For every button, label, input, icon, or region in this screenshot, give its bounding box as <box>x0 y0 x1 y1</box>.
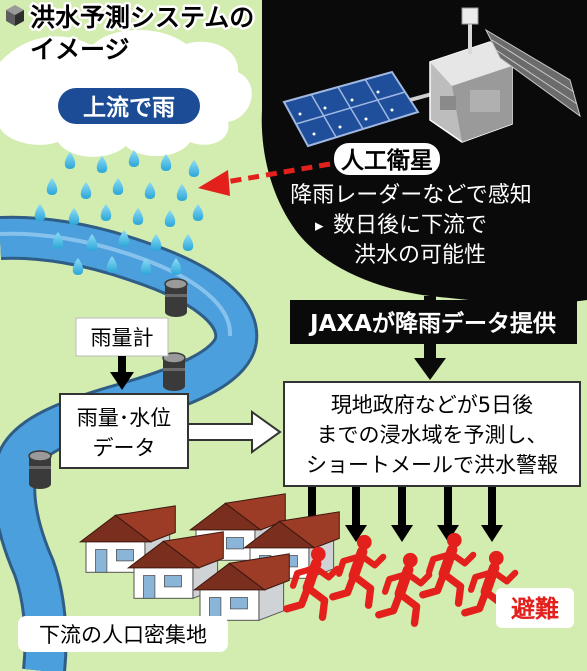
forecast-line-3: ショートメールで洪水警報 <box>306 453 558 477</box>
rain-drop <box>52 232 64 249</box>
forecast-line-1: 現地政府などが5日後 <box>331 393 533 417</box>
running-person-icon <box>375 552 433 627</box>
evacuation-label-box: 避難 <box>496 588 574 628</box>
rain-drop <box>176 184 188 201</box>
data-box: 雨量･水位 データ <box>59 393 189 469</box>
alert-arrow <box>345 487 367 542</box>
data-to-forecast-arrow <box>187 410 282 454</box>
title-block: 洪水予測システムの イメージ <box>6 1 257 67</box>
rain-drop <box>132 208 144 225</box>
rain-drop <box>118 230 130 247</box>
evacuees <box>283 532 519 627</box>
evacuation-label: 避難 <box>511 595 559 623</box>
satellite-line-1: 降雨レーダーなどで感知 <box>290 183 532 208</box>
house-icon <box>192 553 290 622</box>
running-person-icon <box>283 546 341 621</box>
rain-gauge-icon <box>164 278 188 317</box>
sensing-arrow <box>198 161 331 196</box>
satellite-icon <box>282 7 581 148</box>
rain-drop <box>112 178 124 195</box>
rain-drop <box>192 204 204 221</box>
satellite-line-3: 洪水の可能性 <box>354 243 486 268</box>
rain-drop <box>80 182 92 199</box>
rain-drop <box>128 150 140 167</box>
rain-gauge-icon <box>162 352 186 391</box>
rain-drop <box>150 234 162 251</box>
rain-drop <box>170 258 182 275</box>
rain-drop <box>164 210 176 227</box>
rain-drop <box>100 204 112 221</box>
rain-drop <box>96 156 108 173</box>
data-box-line-1: 雨量･水位 <box>77 406 172 430</box>
alert-arrow <box>437 487 459 542</box>
rain-gauge-icon <box>28 450 52 489</box>
rain-drop <box>68 208 80 225</box>
forecast-line-2: までの浸水域を予測し、 <box>317 423 548 447</box>
rain-drop <box>160 154 172 171</box>
jaxa-banner: JAXAが降雨データ提供 <box>290 300 577 344</box>
rain-gauge-label: 雨量計 <box>91 326 154 350</box>
rain-drop <box>34 204 46 221</box>
downstream-label-box: 下流の人口密集地 <box>18 616 228 652</box>
houses <box>78 493 340 622</box>
satellite-line-2: 数日後に下流で <box>333 213 487 238</box>
satellite-heading-badge <box>334 143 440 175</box>
title-line-2: イメージ <box>30 35 130 64</box>
cloud-label-badge: 上流で雨 <box>58 88 200 124</box>
title-line-1: 洪水予測システムの <box>30 3 254 32</box>
rain-drops <box>34 150 204 275</box>
rain-drop <box>64 152 76 169</box>
rain-drop <box>140 258 152 275</box>
rain-drop <box>46 178 58 195</box>
satellite-heading: 人工衛星 <box>341 147 433 174</box>
rain-drop <box>188 160 200 177</box>
forecast-box: 現地政府などが5日後 までの浸水域を予測し、 ショートメールで洪水警報 <box>283 381 581 487</box>
rain-gauges <box>28 278 188 489</box>
rain-drop <box>144 182 156 199</box>
jaxa-arrow <box>414 296 446 380</box>
running-person-icon <box>461 550 519 625</box>
rain-drop <box>106 256 118 273</box>
cloud-label: 上流で雨 <box>83 94 175 121</box>
alert-arrow <box>391 487 413 542</box>
satellite-bullet: ▸ <box>315 216 324 236</box>
title-cube-icon <box>6 5 24 26</box>
running-person-icon <box>419 532 477 607</box>
jaxa-banner-text: JAXAが降雨データ提供 <box>308 310 556 337</box>
rain-drop <box>72 258 84 275</box>
rain-drop <box>182 234 194 251</box>
data-box-line-2: データ <box>93 436 156 460</box>
alert-arrow <box>481 487 503 542</box>
gauge-to-data-arrow <box>110 356 134 390</box>
downstream-label: 下流の人口密集地 <box>39 623 207 647</box>
running-person-icon <box>329 534 387 609</box>
rain-drop <box>86 234 98 251</box>
satellite-text: 人工衛星 降雨レーダーなどで感知 ▸ 数日後に下流で 洪水の可能性 <box>290 143 532 268</box>
rain-gauge-label-box: 雨量計 <box>75 317 169 357</box>
house-icon <box>126 531 224 600</box>
